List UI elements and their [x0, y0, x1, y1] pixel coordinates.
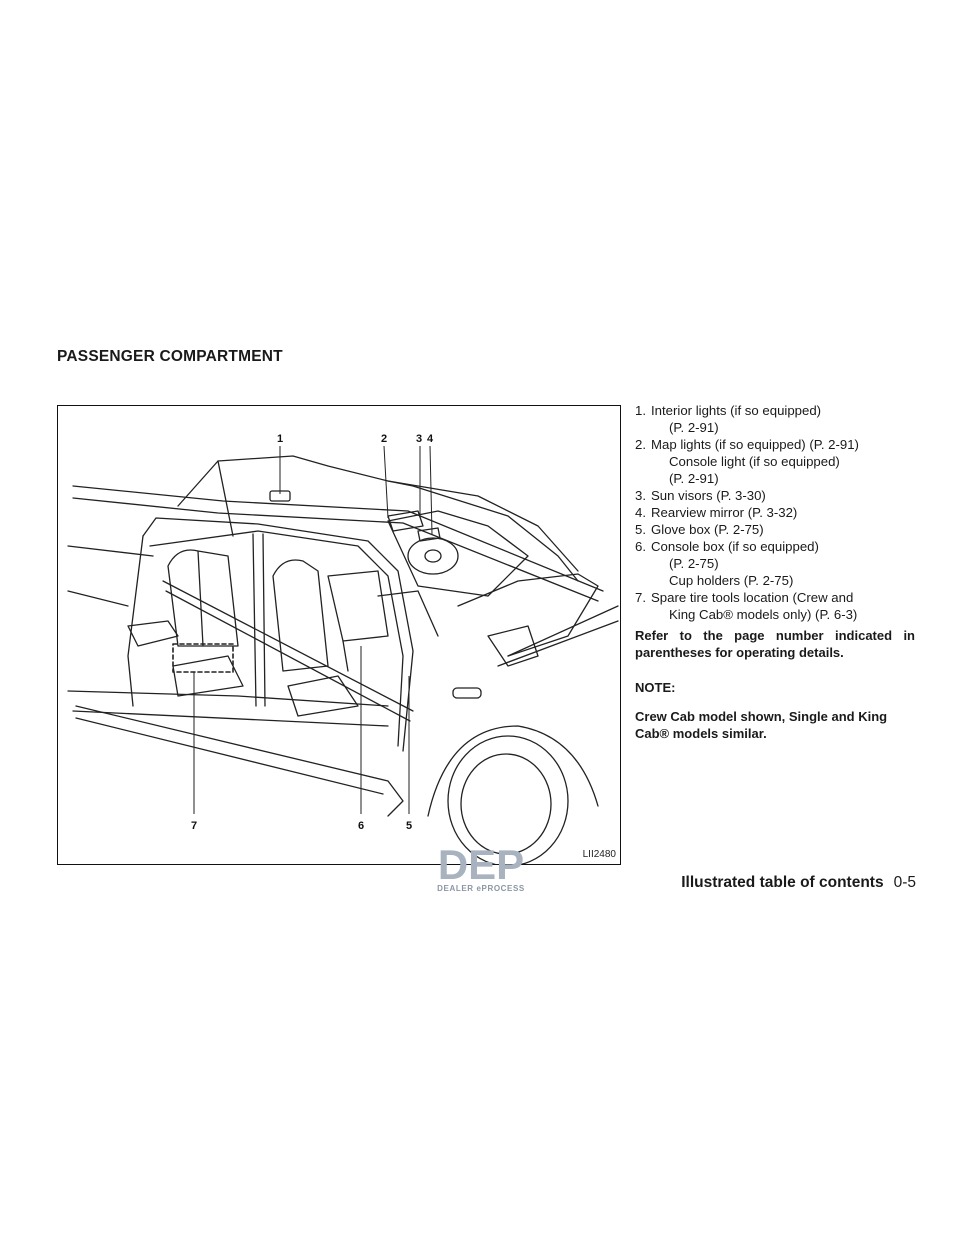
callout-5: 5	[406, 820, 412, 832]
section-title: PASSENGER COMPARTMENT	[57, 348, 283, 365]
watermark-text: DEALER ePROCESS	[437, 884, 525, 893]
callout-1: 1	[277, 433, 283, 445]
legend-item: 4. Rearview mirror (P. 3-32)	[635, 504, 915, 521]
refer-note: Refer to the page number indicated in pa…	[635, 628, 915, 660]
dep-logo-icon: DEP	[438, 843, 524, 883]
legend-item: 6. Console box (if so equipped) (P. 2-75…	[635, 538, 915, 589]
legend-item: 3. Sun visors (P. 3-30)	[635, 487, 915, 504]
page-footer: Illustrated table of contents 0-5	[681, 874, 916, 892]
legend-item-text: King Cab® models only) (P. 6-3)	[669, 607, 858, 622]
dealer-eprocess-watermark: DEP DEALER ePROCESS	[418, 843, 544, 895]
legend: 1. Interior lights (if so equipped) (P. …	[635, 402, 915, 742]
truck-interior-illustration: 1 2 3 4 5 6 7	[67, 433, 619, 864]
legend-item-text: (P. 2-75)	[669, 556, 719, 571]
legend-item-text: Sun visors (P. 3-30)	[651, 488, 766, 503]
legend-item: 2. Map lights (if so equipped) (P. 2-91)…	[635, 436, 915, 487]
callout-4: 4	[427, 433, 434, 445]
callout-2: 2	[381, 433, 387, 445]
legend-item-text: Map lights (if so equipped) (P. 2-91)	[651, 437, 859, 452]
legend-item-number: 5.	[635, 522, 646, 537]
callout-7: 7	[191, 820, 197, 832]
legend-item-text: Console light (if so equipped)	[669, 454, 840, 469]
legend-item-text: Glove box (P. 2-75)	[651, 522, 764, 537]
callout-6: 6	[358, 820, 364, 832]
legend-item-number: 1.	[635, 403, 646, 418]
legend-item-number: 2.	[635, 437, 646, 452]
figure-code: LII2480	[582, 849, 616, 860]
legend-item: 7. Spare tire tools location (Crew and K…	[635, 589, 915, 623]
legend-item-text: Spare tire tools location (Crew and	[651, 590, 854, 605]
legend-item-number: 4.	[635, 505, 646, 520]
note-label: NOTE:	[635, 680, 676, 695]
callout-3: 3	[416, 433, 422, 445]
footer-title: Illustrated table of contents	[681, 874, 884, 891]
legend-item-text: Console box (if so equipped)	[651, 539, 819, 554]
dep-logo-text: DEP	[438, 843, 524, 883]
legend-item-text: Rearview mirror (P. 3-32)	[651, 505, 798, 520]
legend-item-text: Cup holders (P. 2-75)	[669, 573, 794, 588]
note-body: Crew Cab model shown, Single and King Ca…	[635, 709, 888, 741]
legend-item-number: 7.	[635, 590, 646, 605]
legend-item: 1. Interior lights (if so equipped) (P. …	[635, 402, 915, 436]
page-number: 0-5	[893, 874, 916, 891]
legend-list: 1. Interior lights (if so equipped) (P. …	[635, 402, 915, 623]
legend-item-text: Interior lights (if so equipped)	[651, 403, 822, 418]
legend-item: 5. Glove box (P. 2-75)	[635, 521, 915, 538]
legend-item-number: 6.	[635, 539, 646, 554]
legend-item-number: 3.	[635, 488, 646, 503]
legend-item-text: (P. 2-91)	[669, 420, 719, 435]
legend-item-text: (P. 2-91)	[669, 471, 719, 486]
passenger-compartment-figure: 1 2 3 4 5 6 7 LII2480	[57, 405, 621, 865]
